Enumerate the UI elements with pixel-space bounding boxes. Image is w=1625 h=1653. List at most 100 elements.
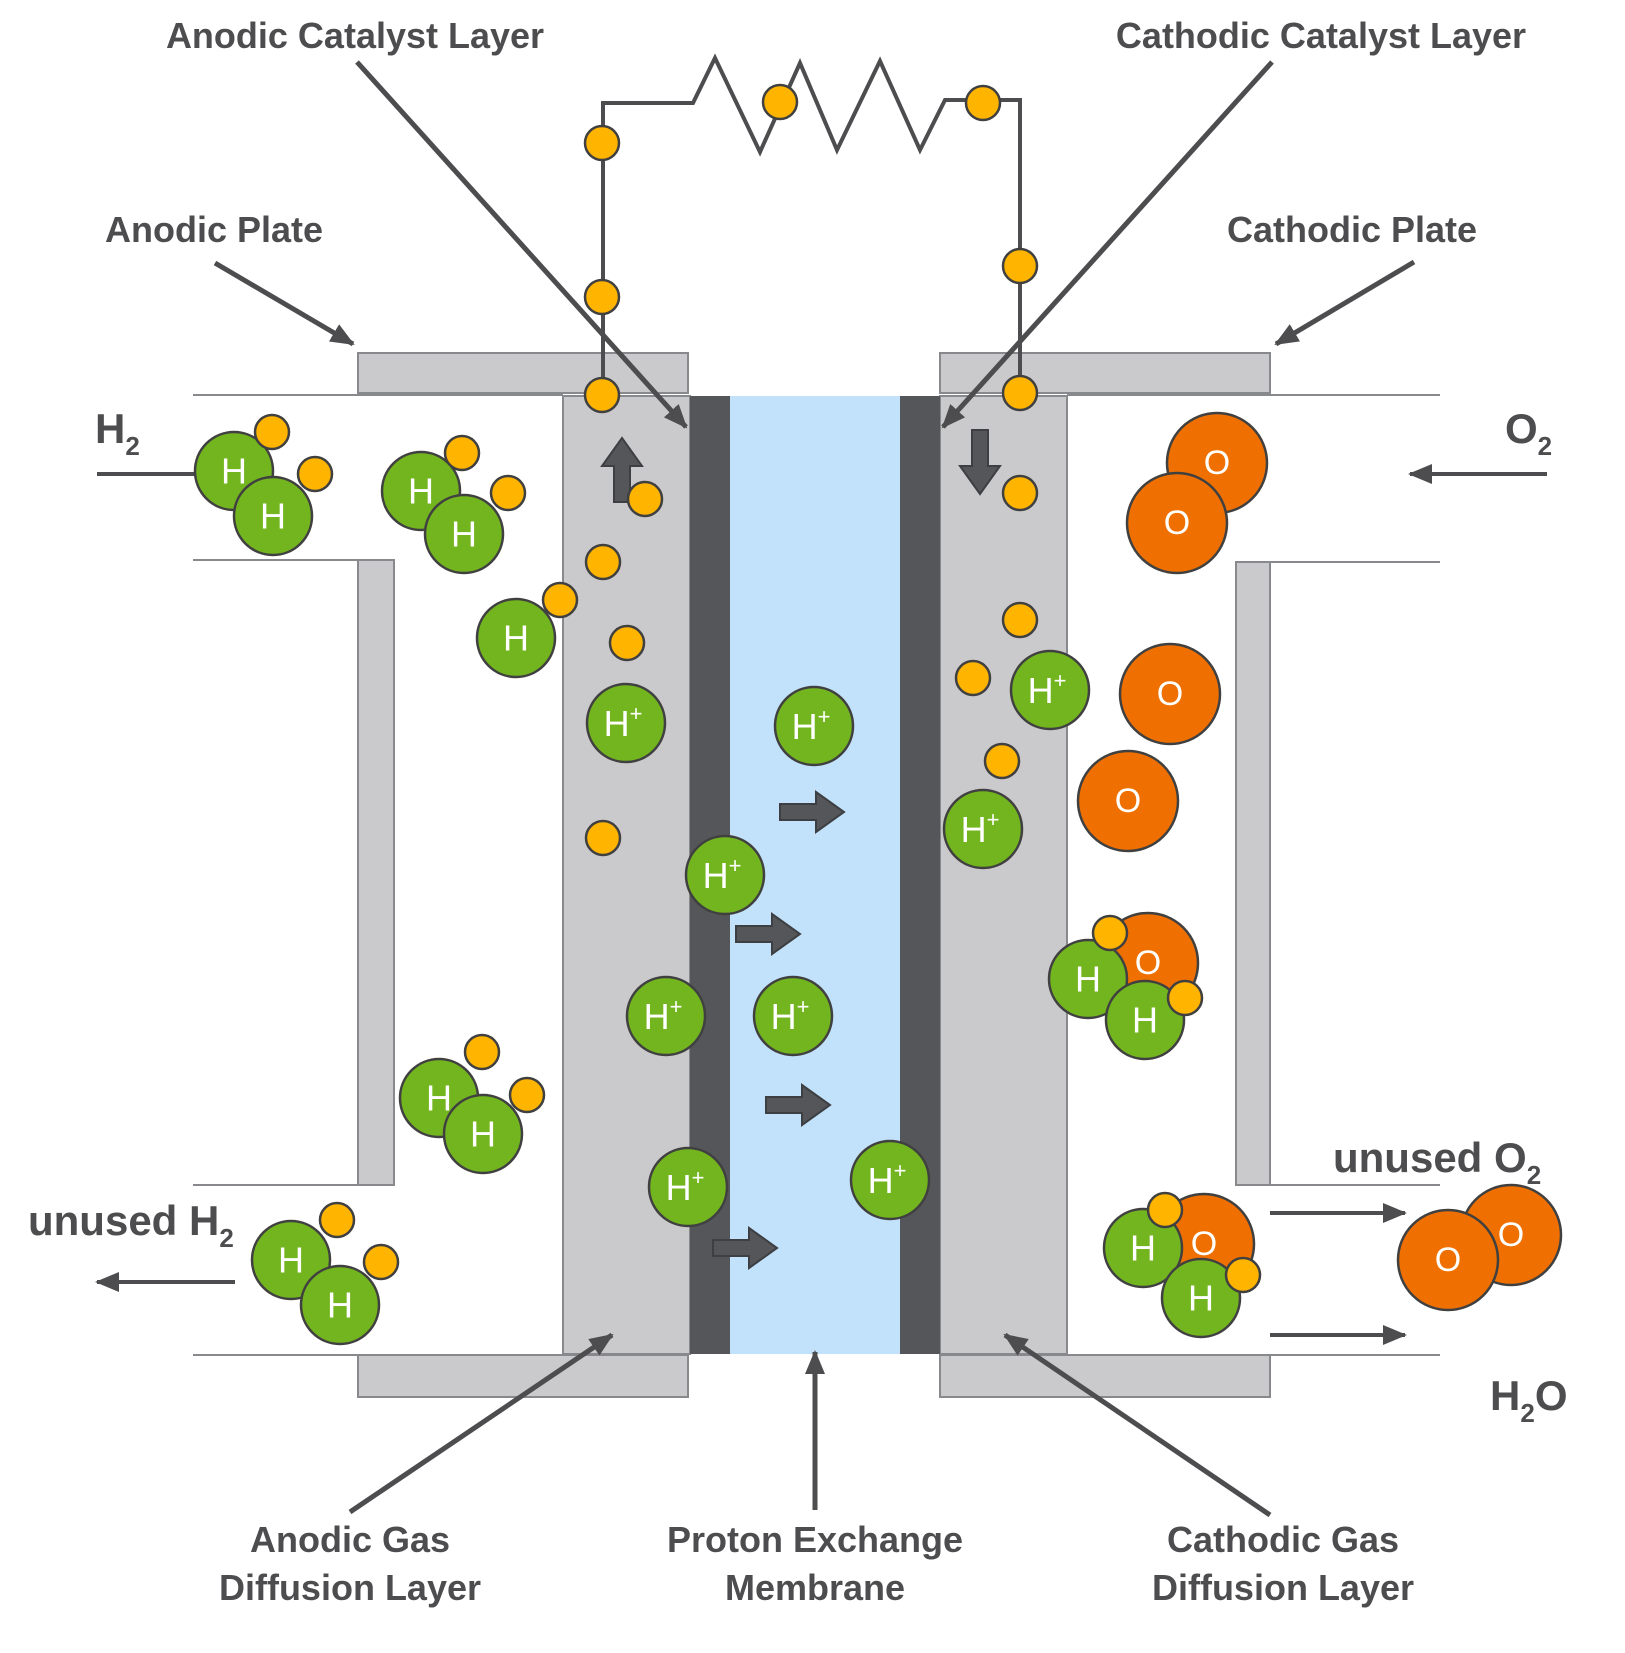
leader-arrows bbox=[95, 60, 1547, 1518]
electron bbox=[1224, 1256, 1262, 1294]
anodic-catalyst-layer-label: Anodic Catalyst Layer bbox=[166, 15, 544, 56]
anodic-plate-top bbox=[357, 352, 689, 394]
anodic-plate-bottom bbox=[357, 1354, 689, 1398]
svg-text:H: H bbox=[1132, 1000, 1158, 1041]
svg-text:O: O bbox=[1435, 1241, 1461, 1279]
anodic-plate-label: Anodic Plate bbox=[105, 209, 323, 250]
flow-arrow-icon bbox=[712, 1226, 779, 1270]
channel-lines bbox=[193, 394, 1440, 1356]
electron bbox=[253, 413, 291, 451]
flow-arrow-icon bbox=[735, 912, 802, 956]
svg-text:H+: H+ bbox=[666, 1165, 705, 1208]
proton: H+ bbox=[625, 975, 707, 1057]
svg-text:O: O bbox=[1164, 504, 1190, 542]
electron bbox=[1091, 914, 1129, 952]
oxygen-atom: O bbox=[1118, 642, 1222, 746]
hydrogen-atom: H bbox=[1160, 1257, 1242, 1339]
hydrogen-atom: H bbox=[475, 597, 557, 679]
cathodic-catalyst-layer-arrow bbox=[941, 60, 1274, 429]
cathodic-plate-bottom bbox=[939, 1354, 1271, 1398]
cathodic-catalyst-layer-label: Cathodic Catalyst Layer bbox=[1116, 15, 1526, 56]
proton: H+ bbox=[849, 1139, 931, 1221]
pem-label-line1: Proton Exchange bbox=[667, 1519, 963, 1560]
svg-text:H: H bbox=[470, 1114, 496, 1155]
cathodic-gdl-arrow bbox=[1003, 1332, 1272, 1518]
electron bbox=[296, 455, 334, 493]
electron bbox=[608, 624, 646, 662]
electron bbox=[1001, 374, 1039, 412]
hydrogen-atom: H bbox=[1047, 938, 1129, 1020]
flow-arrow-icon bbox=[765, 1083, 832, 1127]
block-arrows bbox=[600, 429, 1002, 1270]
anodic-gdl-label-line2: Diffusion Layer bbox=[219, 1567, 481, 1608]
svg-text:H: H bbox=[451, 514, 477, 555]
electron bbox=[761, 83, 799, 121]
anodic-catalyst-layer-arrow bbox=[355, 60, 688, 429]
electron bbox=[954, 659, 992, 697]
svg-text:H: H bbox=[278, 1240, 304, 1281]
proton: H+ bbox=[684, 834, 766, 916]
svg-text:H+: H+ bbox=[868, 1158, 907, 1201]
hydrogen-atom: H bbox=[1102, 1207, 1184, 1289]
electron bbox=[983, 742, 1021, 780]
svg-text:O: O bbox=[1204, 444, 1230, 482]
electron bbox=[463, 1033, 501, 1071]
oxygen-atom: O bbox=[1396, 1208, 1500, 1312]
svg-text:H: H bbox=[408, 471, 434, 512]
hydrogen-atom: H bbox=[398, 1057, 480, 1139]
electron bbox=[1146, 1191, 1184, 1229]
proton: H+ bbox=[647, 1146, 729, 1228]
cathodic-gdl-label-line2: Diffusion Layer bbox=[1152, 1567, 1414, 1608]
external-circuit-wire bbox=[601, 53, 1022, 396]
proton: H+ bbox=[1009, 649, 1091, 731]
anodic-channel-wall bbox=[357, 559, 395, 1186]
pem-label-line2: Membrane bbox=[725, 1567, 905, 1608]
flow-arrow-icon bbox=[958, 429, 1002, 496]
svg-text:H: H bbox=[327, 1285, 353, 1326]
electrons bbox=[253, 83, 1262, 1294]
anodic-gdl-arrow bbox=[348, 1332, 614, 1515]
flow-arrow-icon bbox=[779, 790, 846, 834]
cathodic-plate-arrow bbox=[1274, 259, 1416, 347]
electron bbox=[583, 124, 621, 162]
svg-text:H: H bbox=[503, 618, 529, 659]
anodic-gdl-label-line1: Anodic Gas bbox=[250, 1519, 450, 1560]
svg-text:H: H bbox=[1075, 959, 1101, 1000]
cathodic-plate-label: Cathodic Plate bbox=[1227, 209, 1477, 250]
hydrogen-atom: H bbox=[299, 1264, 381, 1346]
proton: H+ bbox=[752, 975, 834, 1057]
electron bbox=[541, 581, 579, 619]
proton: H+ bbox=[942, 788, 1024, 870]
hydrogen-atom: H bbox=[423, 493, 505, 575]
proton: H+ bbox=[585, 682, 667, 764]
electron bbox=[584, 819, 622, 857]
svg-text:H+: H+ bbox=[604, 701, 643, 744]
svg-text:H+: H+ bbox=[961, 807, 1000, 850]
hydrogen-atom: H bbox=[442, 1093, 524, 1175]
svg-text:H: H bbox=[260, 496, 286, 537]
electron bbox=[318, 1201, 356, 1239]
o2-in-label: O2 bbox=[1505, 405, 1552, 461]
svg-text:H+: H+ bbox=[792, 704, 831, 747]
svg-text:H: H bbox=[221, 451, 247, 492]
electron bbox=[583, 376, 621, 414]
proton: H+ bbox=[773, 685, 855, 767]
svg-text:O: O bbox=[1135, 944, 1161, 982]
cathodic-gdl-label-line1: Cathodic Gas bbox=[1167, 1519, 1399, 1560]
svg-text:H+: H+ bbox=[703, 853, 742, 896]
svg-text:H: H bbox=[426, 1078, 452, 1119]
electron bbox=[964, 84, 1002, 122]
hydrogen-atom: H bbox=[1104, 979, 1186, 1061]
electron bbox=[489, 474, 527, 512]
electron bbox=[508, 1076, 546, 1114]
water-label: H2O bbox=[1490, 1372, 1567, 1428]
hydrogen-atom: H bbox=[232, 475, 314, 557]
svg-text:H: H bbox=[1130, 1228, 1156, 1269]
svg-text:O: O bbox=[1191, 1225, 1217, 1263]
electron bbox=[583, 278, 621, 316]
h2-in-label: H2 bbox=[95, 405, 140, 461]
electron bbox=[626, 480, 664, 518]
oxygen-atom: O bbox=[1076, 749, 1180, 853]
electron bbox=[1001, 601, 1039, 639]
